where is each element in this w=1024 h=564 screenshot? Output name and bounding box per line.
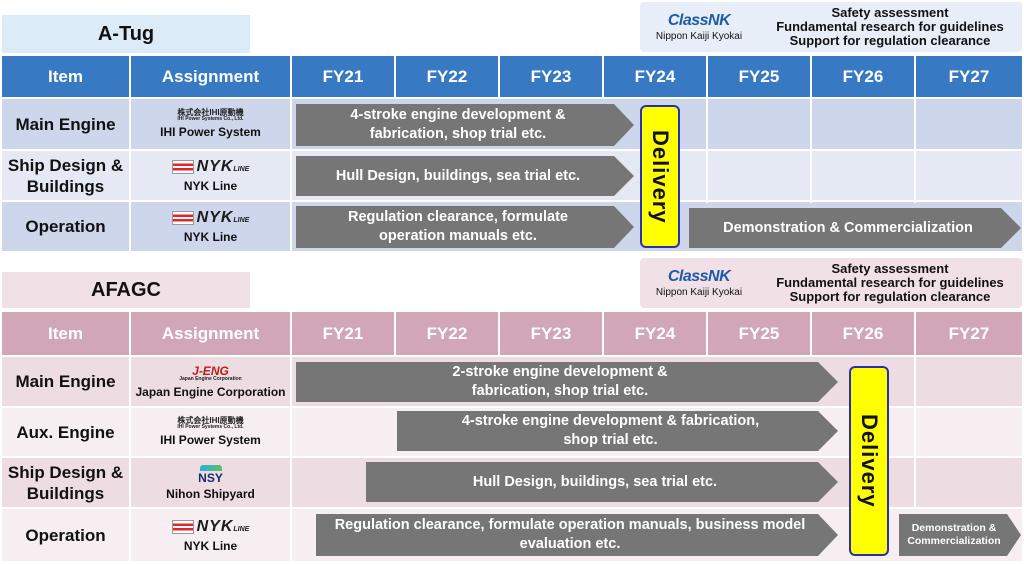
header-fy25: FY25 (708, 312, 810, 355)
timeline-arrow-demonstration: Demonstration & Commercialization (689, 208, 1021, 248)
assignment-nsy: NSY Nihon Shipyard (131, 458, 290, 507)
section-title-a-tug: A-Tug (2, 15, 250, 53)
header-fy22: FY22 (396, 56, 498, 97)
header-fy26: FY26 (812, 56, 914, 97)
row-item-ship-design: Ship Design & Buildings (7, 462, 124, 503)
classnk-roles: Safety assessment Fundamental research f… (776, 261, 1004, 304)
header-fy26: FY26 (812, 312, 914, 355)
header-fy23: FY23 (500, 312, 602, 355)
nsy-logo-icon: NSY (198, 464, 223, 484)
header-fy23: FY23 (500, 56, 602, 97)
ihi-logo-icon: 株式会社IHI原動機 IHI Power Systems Co., Ltd. (177, 416, 244, 430)
nyk-line-logo-icon: NYKLINE (171, 517, 250, 536)
header-item: Item (2, 312, 129, 355)
col-sep (810, 99, 812, 203)
header-fy22: FY22 (396, 312, 498, 355)
timeline-arrow-engine-dev: 4-stroke engine development & fabricatio… (296, 104, 634, 146)
header-fy21: FY21 (292, 56, 394, 97)
col-sep (290, 99, 292, 251)
classnk-panel-afagc: ClassNK Nippon Kaiji Kyokai Safety asses… (640, 258, 1022, 308)
nyk-wordmark: NYKLINE (196, 517, 250, 535)
header-item: Item (2, 56, 129, 97)
header-fy25: FY25 (708, 56, 810, 97)
nyk-flag-icon (171, 519, 194, 534)
delivery-marker-afagc: Delivery (849, 366, 889, 556)
ihi-logo-icon: 株式会社IHI原動機 IHI Power Systems Co., Ltd. (177, 108, 244, 122)
timeline-arrow-demonstration: Demonstration & Commercialization (899, 514, 1021, 556)
header-assignment: Assignment (131, 56, 290, 97)
nyk-line-logo-icon: NYKLINE (171, 209, 250, 227)
j-eng-logo-icon: J-ENG Japan Engine Corporation (179, 363, 242, 382)
timeline-arrow-4-stroke-engine: 4-stroke engine development & fabricatio… (397, 411, 838, 451)
classnk-logo-icon: ClassNK Nippon Kaiji Kyokai (655, 11, 743, 42)
col-sep (129, 357, 131, 561)
col-sep (129, 99, 131, 251)
assignment-nyk: NYKLINE NYK Line (131, 151, 290, 200)
col-sep (914, 357, 916, 509)
assignment-ihi: 株式会社IHI原動機 IHI Power Systems Co., Ltd. I… (160, 108, 261, 140)
timeline-arrow-regulation: Regulation clearance, formulate operatio… (296, 206, 634, 248)
timeline-arrow-regulation: Regulation clearance, formulate operatio… (316, 514, 838, 556)
col-sep (706, 99, 708, 203)
header-fy27: FY27 (916, 56, 1022, 97)
delivery-marker-a-tug: Delivery (640, 105, 680, 248)
classnk-logo-icon: ClassNK Nippon Kaiji Kyokai (655, 267, 743, 298)
nsy-wave-icon (199, 464, 222, 471)
timeline-arrow-hull-design: Hull Design, buildings, sea trial etc. (366, 462, 838, 502)
row-item-aux-engine: Aux. Engine (16, 422, 115, 442)
nyk-wordmark: NYKLINE (196, 209, 250, 226)
row-item-ship-design: Ship Design & Buildings (7, 155, 124, 196)
header-assignment: Assignment (131, 312, 290, 355)
header-fy21: FY21 (292, 312, 394, 355)
row-item-main-engine: Main Engine (15, 114, 116, 134)
classnk-roles: Safety assessment Fundamental research f… (776, 5, 1004, 48)
header-fy27: FY27 (916, 312, 1022, 355)
timeline-arrow-2-stroke-engine: 2-stroke engine development & fabricatio… (296, 362, 838, 402)
assignment-nyk: NYKLINE NYK Line (131, 202, 290, 251)
nyk-flag-icon (171, 211, 194, 225)
header-fy24: FY24 (604, 312, 706, 355)
classnk-panel-a-tug: ClassNK Nippon Kaiji Kyokai Safety asses… (640, 2, 1022, 52)
row-item-operation: Operation (25, 217, 106, 236)
row-item-main-engine: Main Engine (15, 372, 116, 391)
row-item-operation: Operation (25, 525, 106, 545)
nyk-line-logo-icon: NYKLINE (171, 158, 250, 176)
assignment-ihi: 株式会社IHI原動機 IHI Power Systems Co., Ltd. I… (160, 416, 261, 448)
header-fy24: FY24 (604, 56, 706, 97)
assignment-j-eng: J-ENG Japan Engine Corporation Japan Eng… (135, 363, 286, 399)
nyk-wordmark: NYKLINE (196, 158, 250, 175)
nyk-flag-icon (171, 160, 194, 174)
assignment-nyk: NYKLINE NYK Line (131, 509, 290, 561)
col-sep (914, 99, 916, 203)
section-title-afagc: AFAGC (2, 272, 250, 308)
col-sep (290, 357, 292, 561)
timeline-arrow-hull-design: Hull Design, buildings, sea trial etc. (296, 156, 634, 196)
